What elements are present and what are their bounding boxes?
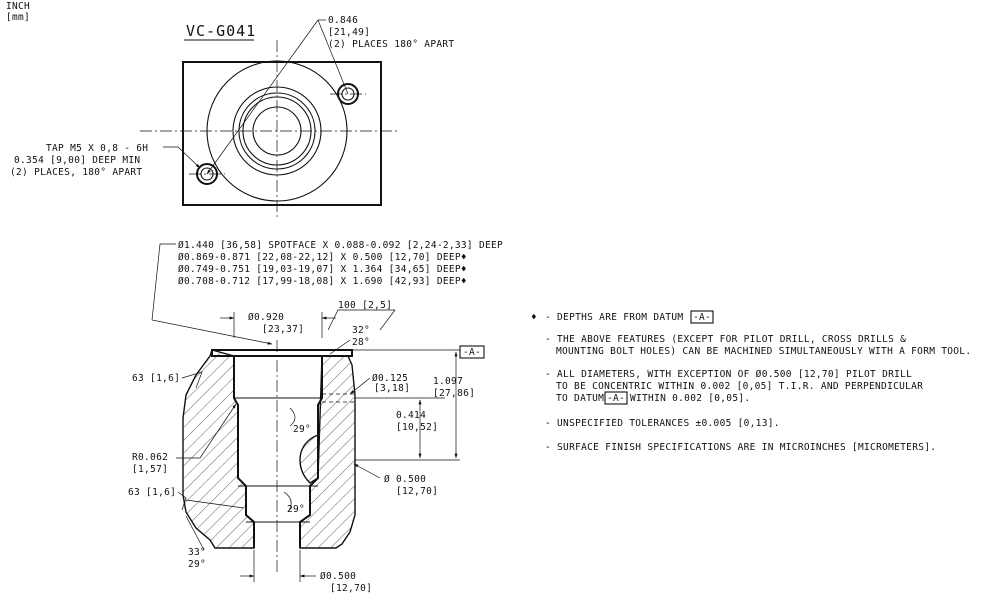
note-3-datum: -A-: [607, 393, 625, 404]
dim-125-mm: [3,18]: [374, 383, 410, 394]
callout-bore-1: Ø0.869-0.871 [22,08-22,12] X 0.500 [12,7…: [178, 252, 467, 263]
angle-29-upper: 29°: [293, 424, 311, 435]
feature-callouts: Ø1.440 [36,58] SPOTFACE X 0.088-0.092 [2…: [151, 240, 503, 345]
dim-500-cross-leader: [353, 463, 381, 479]
dim-920-inch: Ø0.920: [248, 312, 284, 323]
bore-circle-1: [232, 86, 322, 176]
angle-28-label: 28°: [352, 337, 370, 348]
angle-33-leader: [185, 515, 205, 551]
dim-846-inch: 0.846: [328, 15, 358, 26]
notes: ♦ - DEPTHS ARE FROM DATUM -A- - THE ABOV…: [531, 310, 971, 453]
cavity-title: VC-G041: [186, 22, 256, 40]
surf-63-low-leader: [185, 499, 245, 509]
note-5: - SURFACE FINISH SPECIFICATIONS ARE IN M…: [545, 442, 936, 453]
angle-leader: [329, 339, 351, 355]
surf-100-leader: [327, 309, 395, 331]
dim-500-bottom-mm: [12,70]: [330, 583, 372, 594]
surf-63-top: 63 [1,6]: [132, 373, 180, 384]
top-view: VC-G041 0.846 [21,49] (2) PLACES 180° AP…: [10, 15, 454, 220]
note-3-line3: TO DATUM: [556, 393, 604, 404]
dim-414-inch: 0.414: [396, 410, 426, 421]
angle-33: 33°: [188, 547, 206, 558]
datum-a-box: [459, 345, 485, 359]
dim-500-cross-mm: [12,70]: [396, 486, 438, 497]
pilot-circle: [252, 106, 302, 156]
bore-left-profile: [233, 356, 255, 548]
dim-125-inch: Ø0.125: [372, 373, 408, 384]
tap-note-line3: (2) PLACES, 180° APART: [10, 167, 142, 178]
callout-leader: [151, 243, 273, 345]
bore-circle-3: [242, 96, 312, 166]
surf-63-low: 63 [1,6]: [128, 487, 176, 498]
surf-63-low-symbol: [177, 491, 187, 511]
section-body-hatch-right: [299, 355, 356, 549]
spotface-band: [211, 349, 353, 357]
section-body-hatch: [182, 349, 255, 549]
note-4: - UNSPECIFIED TOLERANCES ±0.005 [0,13].: [545, 418, 780, 429]
dim-414-mm: [10,52]: [396, 422, 438, 433]
spotface-circle: [206, 60, 348, 202]
dim-846-places: (2) PLACES 180° APART: [328, 39, 454, 50]
section-view: -A- Ø0.920 [23,37] 100 [2,5] 32° 28° 63 …: [128, 300, 485, 594]
note-1-marker: ♦: [531, 312, 537, 323]
angle-29-lower-arc: [283, 491, 292, 513]
dim-846-mm: [21,49]: [328, 27, 370, 38]
note-3-line2: TO BE CONCENTRIC WITHIN 0.002 [0,05] T.I…: [556, 381, 923, 392]
units-mm: [mm]: [6, 12, 30, 23]
dim-1097-mm: [27,86]: [433, 388, 475, 399]
dim-846-ext: [317, 19, 349, 95]
surf-63-top-symbol: [181, 371, 203, 389]
note-2-line1: - THE ABOVE FEATURES (EXCEPT FOR PILOT D…: [545, 334, 906, 345]
tap-note-line1: TAP M5 X 0,8 - 6H: [46, 143, 148, 154]
dim-846-leader: [206, 19, 319, 175]
dim-500-bottom-inch: Ø0.500: [320, 571, 356, 582]
callout-bore-2: Ø0.749-0.751 [19,03-19,07] X 1.364 [34,6…: [178, 264, 467, 275]
radius-leader: [176, 403, 237, 459]
tap-note-line2: 0.354 [9,00] DEEP MIN: [14, 155, 140, 166]
callout-spotface: Ø1.440 [36,58] SPOTFACE X 0.088-0.092 [2…: [178, 240, 503, 251]
angle-29-upper-arc: [289, 407, 296, 427]
dim-125-leader: [349, 377, 371, 395]
dim-920-mm: [23,37]: [262, 324, 304, 335]
surf-100-tail: [379, 309, 396, 331]
angle-32-label: 32°: [352, 325, 370, 336]
radius-mm: [1,57]: [132, 464, 168, 475]
angle-29-bottom: 29°: [188, 559, 206, 570]
note-3-line1: - ALL DIAMETERS, WITH EXCEPTION OF Ø0.50…: [545, 369, 912, 380]
top-view-block: [182, 61, 382, 206]
note-1-datum: -A-: [693, 312, 711, 323]
surf-100-label: 100 [2,5]: [338, 300, 392, 311]
dim-500-cross-inch: Ø 0.500: [384, 474, 426, 485]
dim-1097-inch: 1.097: [433, 376, 463, 387]
note-3-datum-box: [604, 391, 628, 405]
note-1-text: - DEPTHS ARE FROM DATUM: [545, 312, 683, 323]
callout-bore-3: Ø0.708-0.712 [17,99-18,08] X 1.690 [42,9…: [178, 276, 467, 287]
units-inch: INCH: [6, 1, 30, 12]
note-1-datum-box: [690, 310, 714, 324]
angle-29-lower: 29°: [287, 504, 305, 515]
radius-inch: R0.062: [132, 452, 168, 463]
datum-a-label: -A-: [463, 347, 481, 358]
tap-note-leader: [163, 146, 201, 169]
note-3-tail: WITHIN 0.002 [0,05].: [630, 393, 750, 404]
bore-circle-2: [238, 92, 316, 170]
bore-right-profile: [299, 356, 323, 548]
note-2-line2: MOUNTING BOLT HOLES) CAN BE MACHINED SIM…: [556, 346, 971, 357]
